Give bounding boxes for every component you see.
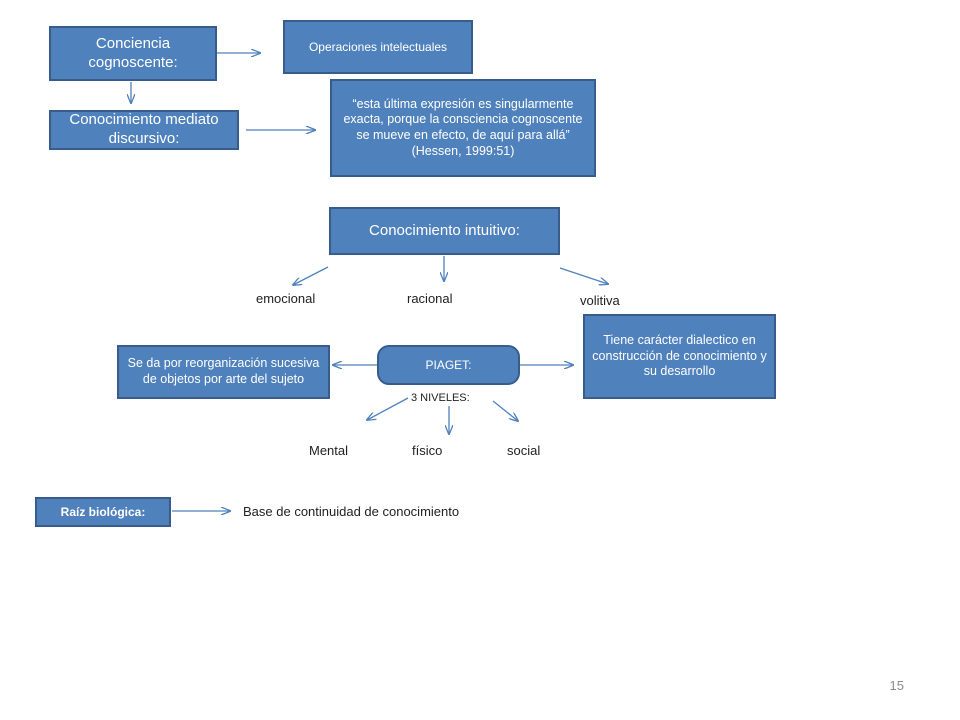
caracter-dialectico-box: Tiene carácter dialectico en construcció… <box>583 314 776 399</box>
hessen-quote-text: “esta última expresión es singularmente … <box>343 96 583 158</box>
reorganizacion-text: Se da por reorganización sucesiva de obj… <box>127 356 320 386</box>
conocimiento-intuitivo-text: Conocimiento intuitivo: <box>369 221 520 239</box>
nivel-fisico: físico <box>412 443 443 458</box>
conocimiento-mediato-text: Conocimiento mediato discursivo: <box>69 111 219 147</box>
caracter-dialectico-text: Tiene carácter dialectico en construcció… <box>592 333 767 379</box>
niveles-label: 3 NIVELES: <box>411 392 470 404</box>
arrow-niveles-social <box>492 400 518 421</box>
arrow-intuitivo-volitiva <box>559 267 608 284</box>
base-continuidad-text: Base de continuidad de conocimiento <box>243 504 460 519</box>
branch-volitiva: volitiva <box>580 293 620 308</box>
branch-emocional: emocional <box>256 291 316 306</box>
branch-racional: racional <box>407 291 453 306</box>
piaget-box: PIAGET: <box>377 345 520 385</box>
raiz-biologica-text: Raíz biológica: <box>60 504 146 519</box>
conocimiento-intuitivo-box: Conocimiento intuitivo: <box>329 207 560 255</box>
conciencia-cognoscente-text: Conciencia cognoscente: <box>88 34 178 71</box>
operaciones-intelectuales-box: Operaciones intelectuales <box>283 20 473 74</box>
nivel-mental: Mental <box>309 443 349 458</box>
arrow-intuitivo-emocional <box>293 266 329 285</box>
page-number: 15 <box>889 678 904 693</box>
conocimiento-mediato-box: Conocimiento mediato discursivo: <box>49 110 239 150</box>
nivel-social: social <box>507 443 541 458</box>
operaciones-intelectuales-text: Operaciones intelectuales <box>308 39 448 54</box>
reorganizacion-box: Se da por reorganización sucesiva de obj… <box>117 345 330 399</box>
conciencia-cognoscente-box: Conciencia cognoscente: <box>49 26 217 81</box>
piaget-text: PIAGET: <box>425 357 472 372</box>
raiz-biologica-box: Raíz biológica: <box>35 497 171 527</box>
hessen-quote-box: “esta última expresión es singularmente … <box>330 79 596 177</box>
arrow-niveles-mental <box>367 397 409 420</box>
